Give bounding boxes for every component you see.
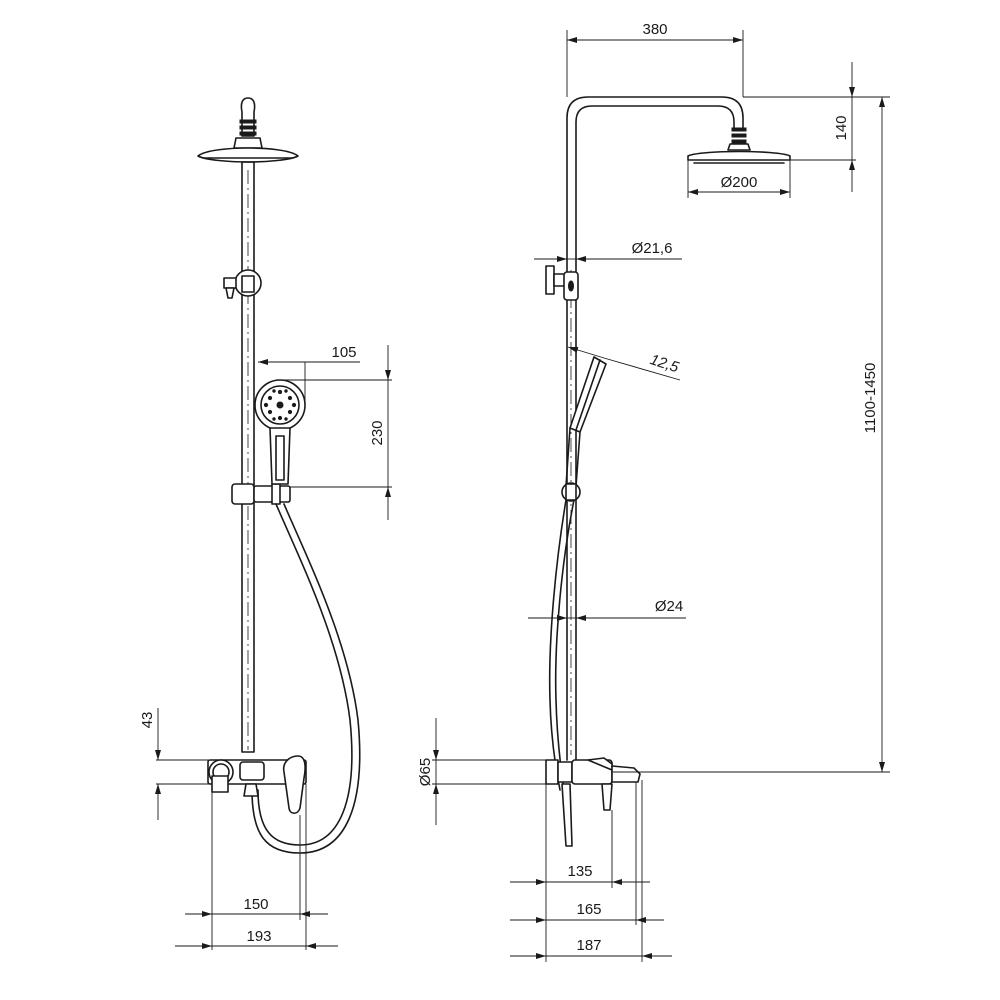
hand-shower-side (565, 356, 607, 487)
rail-front (241, 161, 255, 753)
slider-side (561, 482, 581, 502)
dim-label-o200: Ø200 (721, 174, 758, 191)
side-dimensions (432, 30, 890, 962)
dim-label-o24: Ø24 (655, 598, 683, 615)
dim-label-193: 193 (246, 928, 271, 945)
dim-label-140: 140 (833, 115, 850, 140)
dim-label-380: 380 (642, 21, 667, 38)
mixer-front (207, 755, 307, 815)
diverter-side (545, 265, 579, 301)
dim-label-o21-6: Ø21,6 (632, 240, 673, 257)
mixer-side (545, 757, 641, 847)
overhead-shower-head-side (687, 127, 791, 164)
dim-label-165: 165 (576, 901, 601, 918)
handshower-holder-front (231, 483, 291, 505)
dim-label-o65: Ø65 (417, 758, 434, 786)
dim-label-12-5: 12,5 (648, 351, 682, 376)
dim-label-150: 150 (243, 896, 268, 913)
front-view: 105 230 43 150 193 (139, 97, 392, 950)
dim-label-135: 135 (567, 863, 592, 880)
side-view: 380 140 Ø200 Ø21,6 12,5 1100-1450 Ø24 Ø6… (417, 21, 890, 962)
overhead-shower-head (197, 97, 299, 163)
hand-shower-front (254, 379, 306, 485)
dim-label-105: 105 (331, 344, 356, 361)
front-dimensions (155, 345, 392, 950)
dim-label-1100-1450: 1100-1450 (862, 363, 879, 434)
rail-and-arm-side (566, 96, 744, 761)
dim-label-187: 187 (576, 937, 601, 954)
dim-label-230: 230 (369, 420, 386, 445)
hose-side (548, 499, 575, 791)
hose-front (251, 503, 361, 854)
diverter-front (223, 269, 262, 299)
dim-label-43: 43 (139, 712, 156, 729)
